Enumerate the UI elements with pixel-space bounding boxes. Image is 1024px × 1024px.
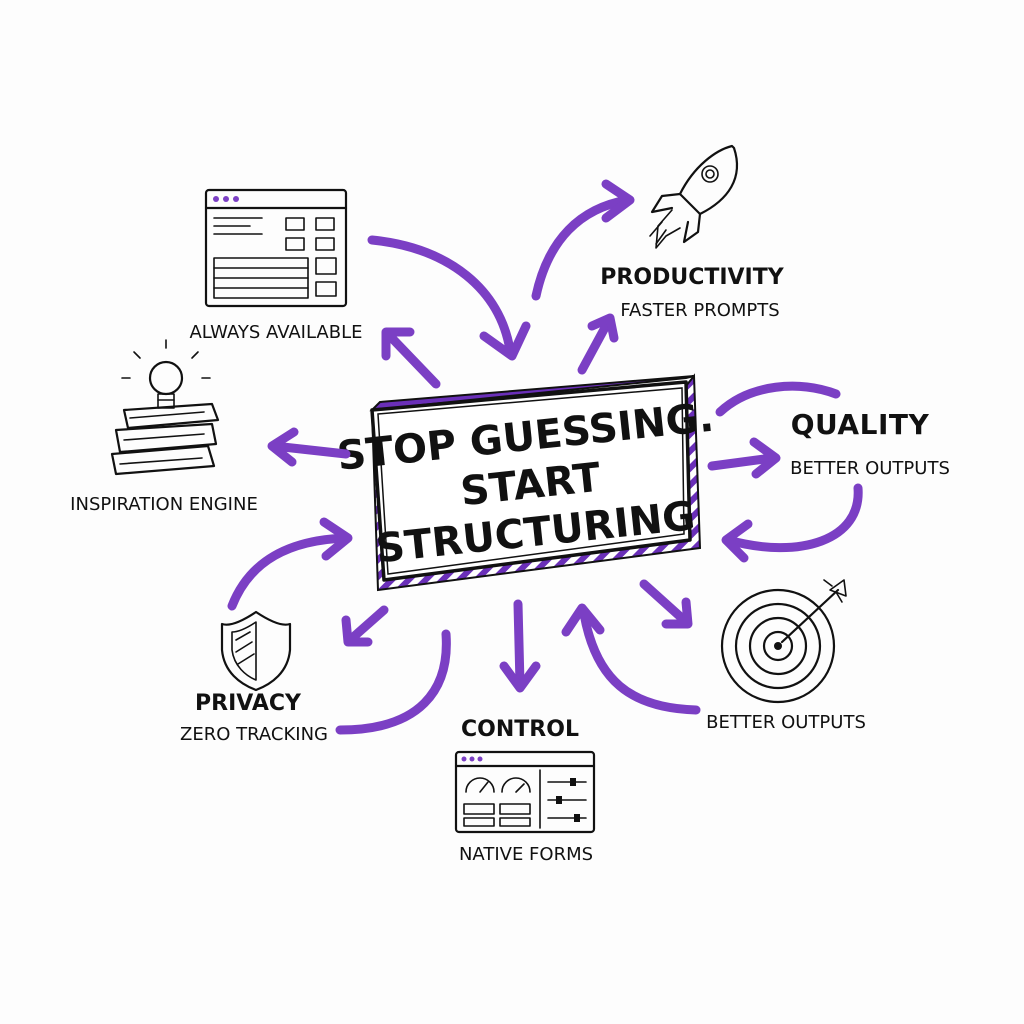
arrow-to-inspiration (269, 441, 351, 459)
privacy-subtitle: ZERO TRACKING (180, 724, 328, 745)
arrow-to-always-available (383, 329, 441, 389)
always-available-label: ALWAYS AVAILABLE (189, 322, 362, 343)
lightbulb-books-icon (110, 339, 220, 476)
arrow-top-curve (367, 235, 515, 355)
window-keyboard-icon (204, 188, 348, 308)
arrow-down-left (345, 605, 389, 645)
arrow-zero-tracking-curve (335, 629, 451, 735)
privacy-title: PRIVACY (195, 691, 302, 716)
arrow-to-quality (707, 453, 777, 471)
arrow-up-right (577, 317, 613, 375)
arrow-to-target (639, 579, 689, 625)
arrow-to-control (513, 599, 525, 689)
arrow-target-curve (579, 609, 701, 715)
quality-subtitle: BETTER OUTPUTS (790, 458, 950, 479)
rocket-icon (649, 144, 739, 249)
target-icon (720, 579, 847, 704)
quality-title: QUALITY (791, 408, 930, 441)
inspiration-engine-label: INSPIRATION ENGINE (70, 494, 258, 515)
arrow-privacy-curve (227, 533, 351, 611)
central-box: STOP GUESSING. START STRUCTURING (335, 373, 716, 592)
arrow-to-productivity (531, 195, 633, 301)
productivity-title: PRODUCTIVITY (600, 265, 784, 290)
productivity-subtitle: FASTER PROMPTS (620, 300, 779, 321)
shield-icon (220, 610, 292, 692)
control-subtitle: NATIVE FORMS (459, 844, 593, 865)
arrow-quality-return (723, 483, 863, 553)
arrow-quality-top-arc (715, 381, 841, 417)
connector-arrows (227, 179, 863, 735)
target-subtitle: BETTER OUTPUTS (706, 712, 866, 733)
dashboard-window-icon (454, 750, 596, 834)
control-title: CONTROL (461, 717, 579, 742)
